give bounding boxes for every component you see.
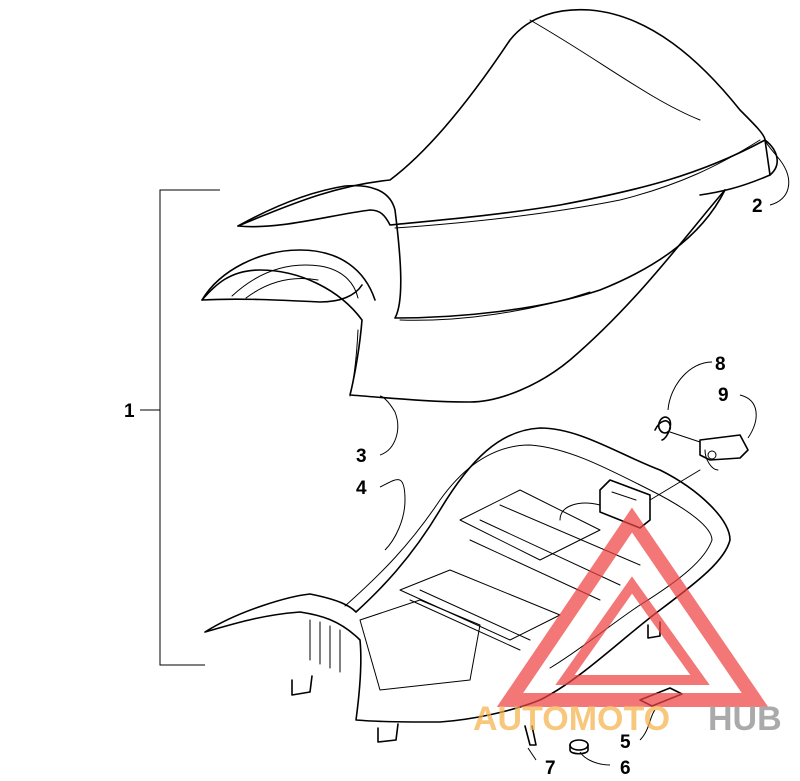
leader-lines [140,141,790,766]
callout-6: 6 [620,758,631,779]
push-clip [524,725,537,746]
callout-3: 3 [356,446,367,467]
watermark-text-hub: HUB [708,700,782,738]
callout-1: 1 [124,401,135,422]
bumper [569,739,589,755]
watermark-text-automoto: AUTOMOTO [473,700,670,738]
latch-clip [699,434,749,471]
watermark: AUTOMOTO HUB [473,507,782,738]
callout-7: 7 [545,758,556,779]
seat-cushion [237,8,778,229]
callout-5: 5 [620,732,631,753]
callout-9: 9 [718,385,729,406]
callout-labels: 1 2 3 4 5 6 7 8 9 [124,196,763,779]
seat-base [201,184,726,403]
callout-4: 4 [356,478,367,499]
callout-2: 2 [752,196,763,217]
watermark-logo-triangle [496,507,769,707]
callout-8: 8 [715,354,726,375]
bracket-item-1 [159,189,220,666]
latch-spring [654,416,701,443]
